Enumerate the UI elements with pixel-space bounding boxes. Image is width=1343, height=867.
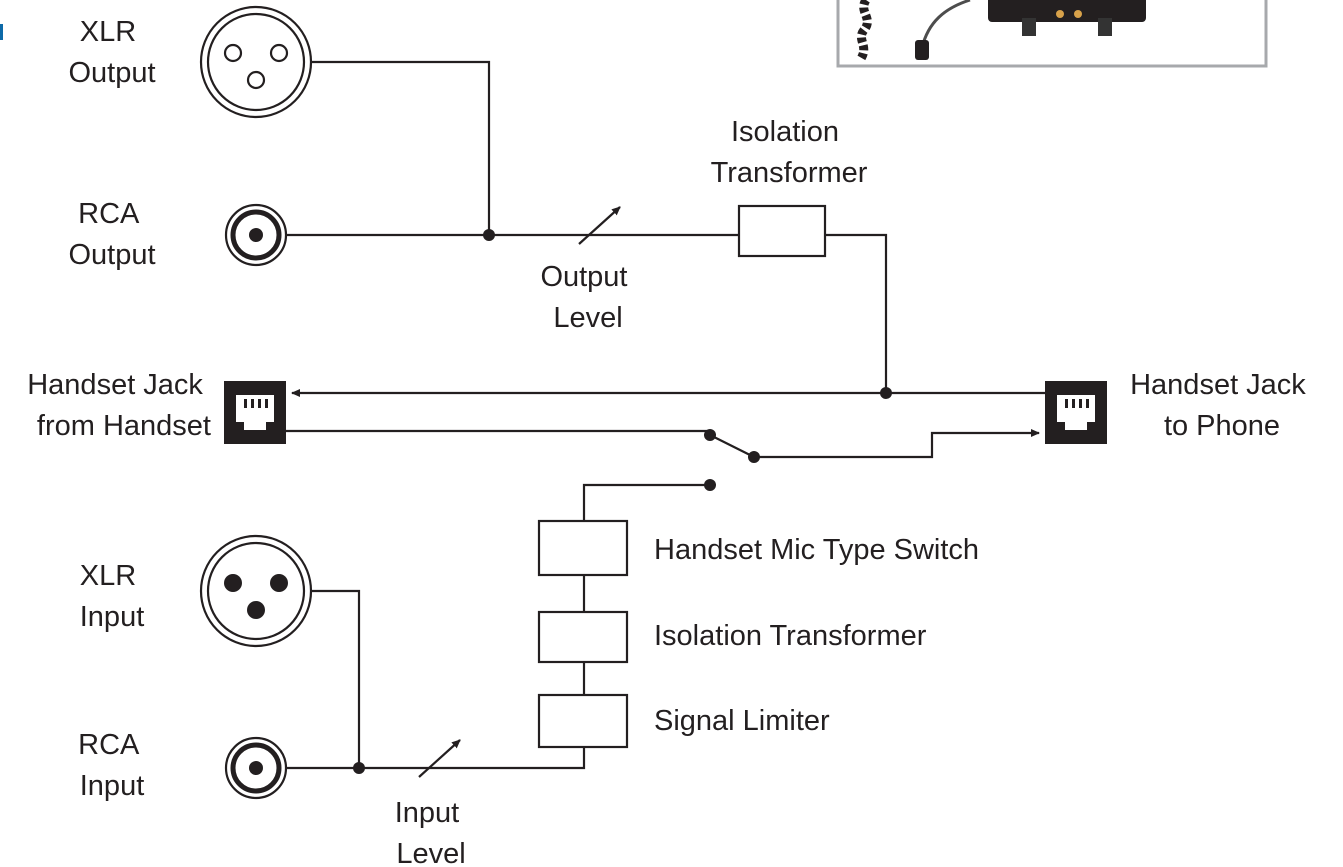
device-body	[988, 0, 1146, 36]
handset-jack-left-label: Handset Jack from Handset	[27, 369, 211, 442]
rca-connector-icon	[224, 203, 288, 267]
xlr-male-connector-icon	[199, 534, 313, 648]
signal-limiter-label: Signal Limiter	[654, 705, 830, 737]
input-level-arrow-icon	[418, 739, 461, 778]
mic-type-switch-box	[537, 519, 629, 577]
device-photo-icon	[836, 0, 1268, 68]
cable	[915, 0, 971, 60]
mic-line-switch	[286, 429, 1040, 491]
xlr-female-connector-icon	[199, 5, 313, 119]
coiled-cord	[856, 0, 872, 63]
mic-type-switch-label: Handset Mic Type Switch	[654, 534, 979, 566]
rca-input-label: RCA Input	[78, 729, 146, 802]
handset-jack-right-label: Handset Jack to Phone	[1130, 369, 1314, 442]
rj-modular-jack-icon	[1045, 381, 1107, 444]
input-level-label: Input Level	[395, 797, 468, 867]
edge-accent	[0, 24, 3, 40]
output-level-label: Output Level	[540, 261, 635, 334]
rca-connector-icon	[224, 736, 288, 800]
isolation-transformer-label: Isolation Transformer	[654, 620, 927, 652]
rca-output-label: RCA Output	[68, 198, 155, 271]
transformer-to-handset-wire	[825, 233, 888, 393]
earpiece-line	[291, 387, 1045, 399]
isolation-transformer-box	[537, 610, 629, 664]
chain-top-wire	[582, 483, 710, 521]
rj-modular-jack-icon	[224, 381, 286, 444]
xlr-input-label: XLR Input	[80, 560, 145, 633]
output-isolation-transformer-box	[737, 204, 827, 258]
output-level-arrow-icon	[578, 206, 621, 245]
input-wiring	[286, 589, 586, 774]
output-transformer-label: Isolation Transformer	[711, 116, 868, 189]
signal-limiter-box	[537, 693, 629, 749]
xlr-output-label: XLR Output	[68, 16, 155, 89]
output-wiring	[286, 60, 739, 241]
